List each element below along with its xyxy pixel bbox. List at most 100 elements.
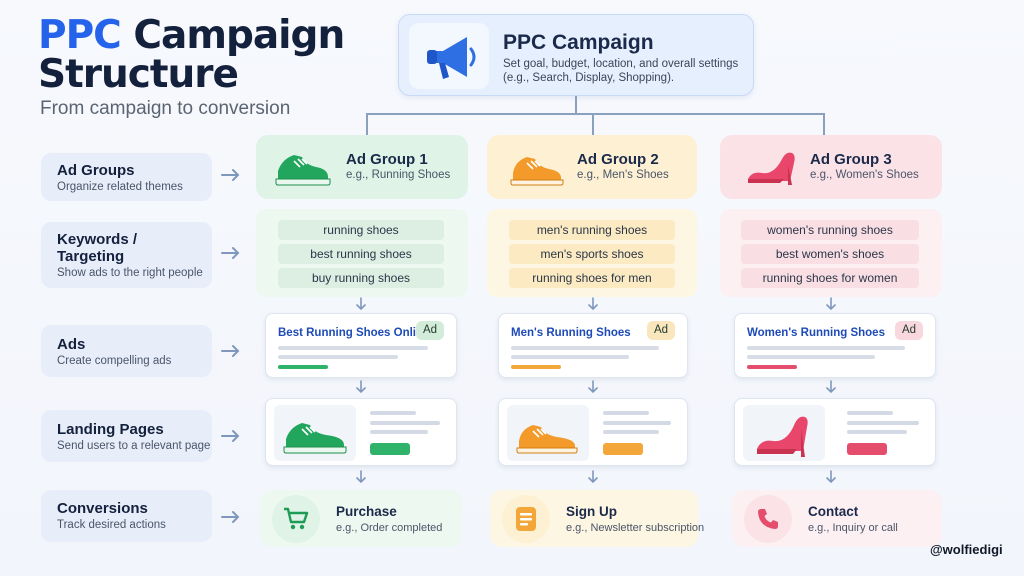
ad-accent-line (278, 365, 328, 369)
landing-text-line (603, 411, 649, 415)
stage-title: Keywords / Targeting (57, 231, 138, 265)
connector-campaign-down (575, 96, 577, 114)
title-accent: PPC (38, 13, 122, 58)
megaphone-icon (427, 37, 476, 79)
keywords-panel-2: men's running shoes men's sports shoes r… (487, 209, 697, 297)
ad-accent-line (511, 365, 561, 369)
landing-text-line (847, 430, 907, 434)
keyword-chip: men's sports shoes (509, 244, 675, 264)
conversion-title: Purchase (336, 504, 397, 519)
conversion-subtitle: e.g., Newsletter subscription (566, 522, 705, 534)
ad-text-line (511, 355, 629, 359)
mens-shoe-icon (510, 157, 564, 186)
conversion-card-3: Contact e.g., Inquiry or call (732, 490, 942, 547)
right-arrow-icon (221, 169, 240, 181)
ad-badge: Ad (647, 321, 675, 340)
keyword-chip: buy running shoes (278, 268, 444, 288)
keyword-chip: running shoes (278, 220, 444, 240)
stage-description: Organize related themes (57, 181, 183, 193)
right-arrow-icon (221, 430, 240, 442)
stage-ad-groups: Ad Groups Organize related themes (41, 153, 212, 201)
title-rest: Campaign (120, 13, 345, 58)
keyword-chip: best women's shoes (741, 244, 919, 264)
stage-title: Conversions (57, 500, 148, 517)
ad-group-subtitle: e.g., Men's Shoes (577, 169, 669, 181)
ad-group-subtitle: e.g., Running Shoes (346, 169, 451, 181)
connector-group1 (366, 113, 368, 135)
campaign-title: PPC Campaign (503, 31, 654, 54)
ad-text-line (747, 346, 905, 350)
right-arrow-icon (221, 247, 240, 259)
ad-group-2-card: Ad Group 2 e.g., Men's Shoes (487, 135, 697, 199)
stage-title: Landing Pages (57, 421, 164, 438)
conversion-icon-circle (502, 495, 550, 543)
landing-cta-button (847, 443, 887, 455)
ad-card-2: Men's Running Shoes Ad (498, 313, 688, 378)
ad-group-3-card: Ad Group 3 e.g., Women's Shoes (720, 135, 942, 199)
connector-horizontal (366, 113, 824, 115)
mens-shoe-icon (516, 425, 578, 454)
conversion-subtitle: e.g., Inquiry or call (808, 522, 898, 534)
ad-accent-line (747, 365, 797, 369)
campaign-icon-container (409, 23, 489, 89)
keyword-chip: running shoes for men (509, 268, 675, 288)
signup-form-icon (516, 507, 536, 531)
phone-icon (758, 509, 778, 529)
page-title-line2: Structure (38, 52, 239, 97)
down-arrow-icon (588, 470, 598, 484)
stage-description: Send users to a relevant page (57, 440, 211, 452)
page-title-line1: PPC Campaign (38, 13, 345, 58)
conversion-subtitle: e.g., Order completed (336, 522, 443, 534)
ad-group-title: Ad Group 3 (810, 151, 892, 168)
high-heel-icon (757, 416, 808, 457)
right-arrow-icon (221, 511, 240, 523)
landing-text-line (603, 421, 671, 425)
ad-card-1: Best Running Shoes Online Ad (265, 313, 457, 378)
keywords-panel-1: running shoes best running shoes buy run… (256, 209, 468, 297)
ad-headline: Men's Running Shoes (511, 327, 631, 339)
ad-card-3: Women's Running Shoes Ad (734, 313, 936, 378)
landing-text-line (370, 411, 416, 415)
stage-title: Ad Groups (57, 162, 135, 179)
ad-headline: Best Running Shoes Online (278, 327, 430, 339)
ad-group-title: Ad Group 1 (346, 151, 428, 168)
down-arrow-icon (356, 297, 366, 311)
landing-page-card-3 (734, 398, 936, 466)
ad-group-1-card: Ad Group 1 e.g., Running Shoes (256, 135, 468, 199)
keyword-chip: best running shoes (278, 244, 444, 264)
down-arrow-icon (356, 380, 366, 394)
stage-keywords: Keywords / Targeting Show ads to the rig… (41, 222, 212, 288)
stage-description: Show ads to the right people (57, 267, 203, 279)
ad-headline: Women's Running Shoes (747, 327, 885, 339)
keyword-chip: running shoes for women (741, 268, 919, 288)
connector-group3 (823, 113, 825, 135)
shopping-cart-icon (284, 507, 309, 530)
conversion-card-1: Purchase e.g., Order completed (260, 490, 462, 547)
running-shoe-icon (283, 423, 347, 454)
page-subtitle: From campaign to conversion (40, 98, 291, 119)
ad-group-title: Ad Group 2 (577, 151, 659, 168)
landing-image (507, 405, 589, 461)
landing-cta-button (603, 443, 643, 455)
ad-group-subtitle: e.g., Women's Shoes (810, 169, 919, 181)
running-shoe-icon (275, 155, 331, 186)
landing-text-line (370, 421, 440, 425)
ad-text-line (278, 355, 398, 359)
stage-description: Track desired actions (57, 519, 166, 531)
landing-image (743, 405, 825, 461)
down-arrow-icon (826, 470, 836, 484)
down-arrow-icon (588, 380, 598, 394)
down-arrow-icon (826, 380, 836, 394)
author-handle: @wolfiedigi (930, 542, 1003, 557)
stage-ads: Ads Create compelling ads (41, 325, 212, 377)
connector-group2 (592, 113, 594, 135)
stage-landing-pages: Landing Pages Send users to a relevant p… (41, 410, 212, 462)
down-arrow-icon (588, 297, 598, 311)
keyword-chip: men's running shoes (509, 220, 675, 240)
right-arrow-icon (221, 345, 240, 357)
landing-image (274, 405, 356, 461)
ad-badge: Ad (895, 321, 923, 340)
conversion-icon-circle (272, 495, 320, 543)
landing-page-card-2 (498, 398, 688, 466)
landing-cta-button (370, 443, 410, 455)
